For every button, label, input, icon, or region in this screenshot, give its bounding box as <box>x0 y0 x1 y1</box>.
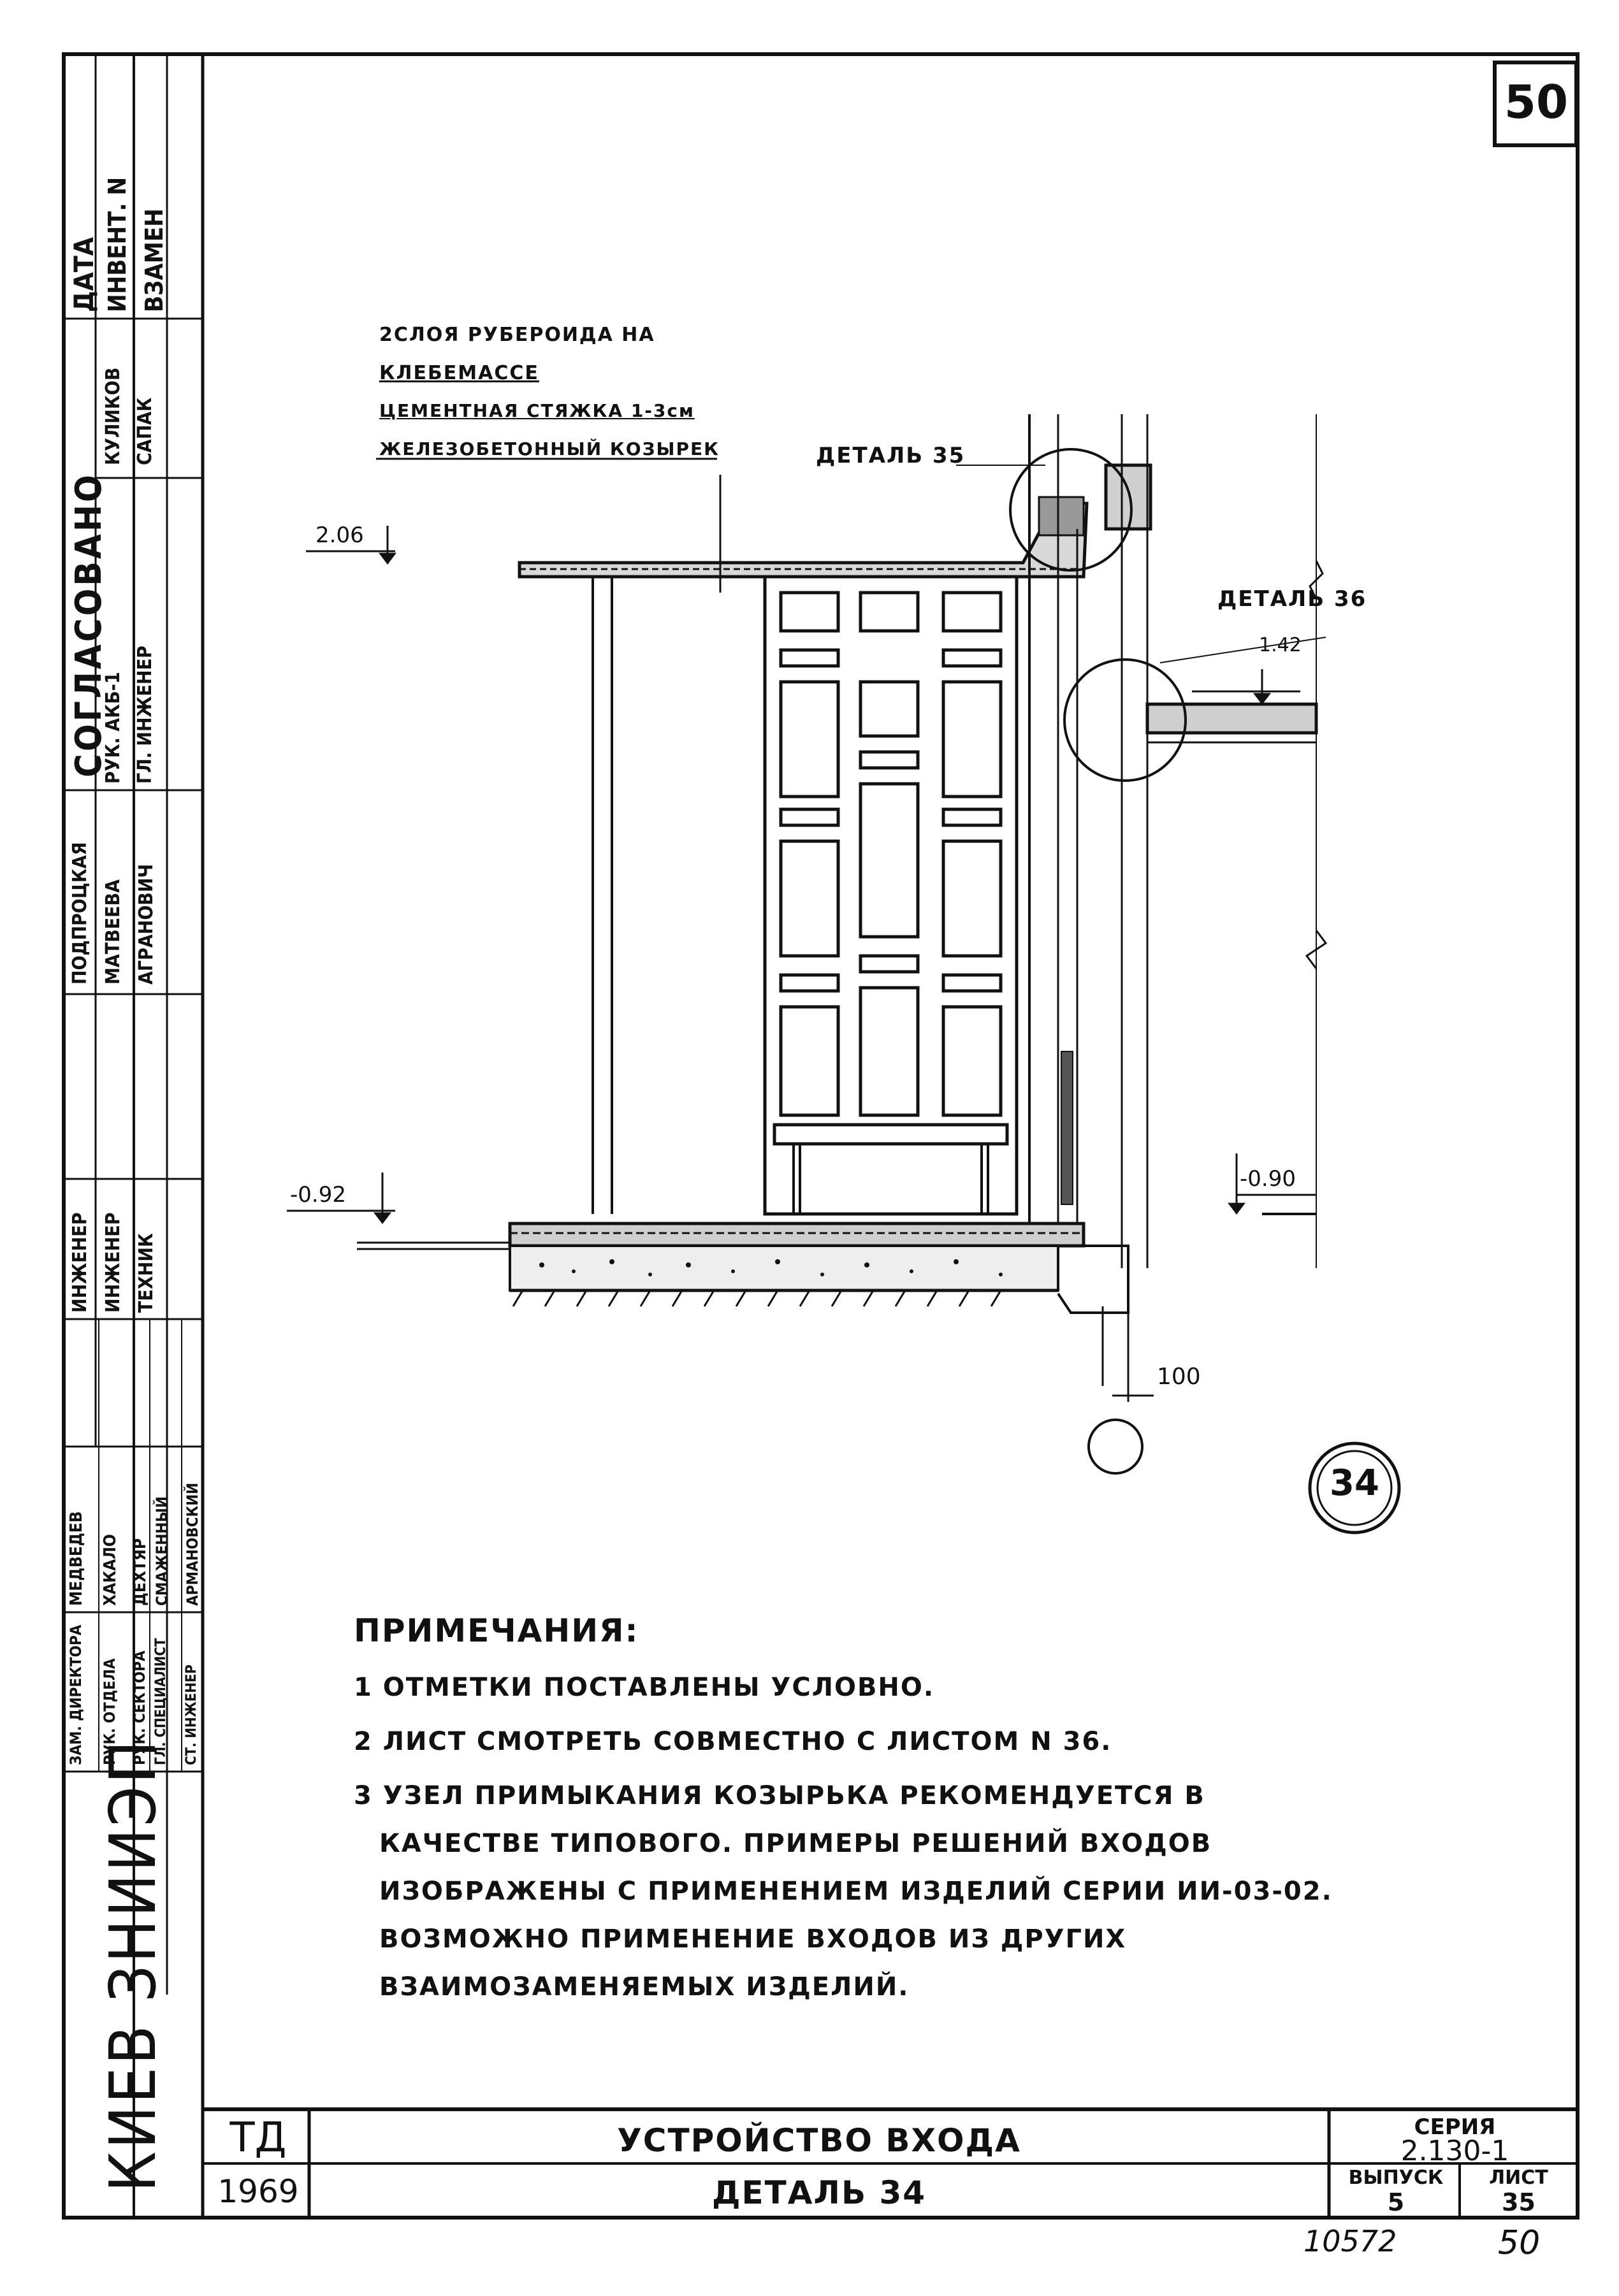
sidebar-header-inventory: ИНВЕНТ. N <box>103 177 131 312</box>
sidebar-agreed-name-1: КУЛИКОВ <box>102 367 124 465</box>
sidebar-agreed-name-2: САПАК <box>134 397 156 465</box>
sidebar-agreed-role-1: РУК. АКБ-1 <box>102 672 124 784</box>
org-logo: КИЕВ ЗНИИЭП <box>96 1738 170 2192</box>
sheet-frame <box>62 52 1579 2220</box>
sidebar-engineer-role-1: ИНЖЕНЕР <box>69 1212 91 1313</box>
layer-label-1: 2СЛОЯ РУБЕРОИДА НА <box>379 324 655 346</box>
notes-title: ПРИМЕЧАНИЯ: <box>354 1612 639 1649</box>
issue-label: ВЫПУСК <box>1348 2167 1444 2189</box>
page-number: 50 <box>1498 2224 1541 2262</box>
layer-label-2: КЛЕБЕМАССЕ <box>379 362 539 384</box>
sidebar-signer-name-1: МЕДВЕДЕВ <box>67 1511 86 1606</box>
sidebar-signer-name-4: СМАЖЕННЫЙ <box>153 1496 171 1606</box>
sheet-number: 50 <box>1504 75 1569 129</box>
detail-35-label: ДЕТАЛЬ 35 <box>816 443 966 468</box>
sheet-value: 35 <box>1502 2188 1536 2216</box>
note-item-2: 2 ЛИСТ СМОТРЕТЬ СОВМЕСТНО С ЛИСТОМ N 36. <box>354 1727 1112 1756</box>
series-label: СЕРИЯ <box>1414 2114 1496 2140</box>
sidebar-signer-name-5: АРМАНОВСКИЙ <box>184 1482 201 1606</box>
year: 1969 <box>217 2173 299 2210</box>
sheet-label: ЛИСТ <box>1489 2167 1548 2189</box>
detail-mark: 34 <box>1330 1462 1379 1504</box>
note-item-3-line-5: ВЗАИМОЗАМЕНЯЕМЫХ ИЗДЕЛИЙ. <box>379 1972 910 2002</box>
layer-label-3: ЦЕМЕНТНАЯ СТЯЖКА 1-3см <box>379 400 695 421</box>
sidebar-engineer-name-2: МАТВЕЕВА <box>102 879 124 985</box>
issue-value: 5 <box>1387 2188 1405 2216</box>
sidebar-engineer-role-2: ИНЖЕНЕР <box>102 1212 124 1313</box>
sidebar-engineer-name-1: ПОДПРОЦКАЯ <box>69 842 91 985</box>
sidebar-header-date: ДАТА <box>68 237 99 312</box>
level-minus-0-92: -0.92 <box>290 1182 346 1208</box>
sheet-number-box <box>1493 61 1578 147</box>
section-drawing <box>287 414 1401 1534</box>
sidebar-signer-role-1: ЗАМ. ДИРЕКТОРА <box>67 1624 85 1765</box>
sidebar-signer-name-3: ДЕХТЯР <box>131 1538 150 1606</box>
sidebar-engineer-name-3: АГРАНОВИЧ <box>135 863 157 985</box>
note-item-1: 1 ОТМЕТКИ ПОСТАВЛЕНЫ УСЛОВНО. <box>354 1673 935 1702</box>
level-minus-0-90: -0.90 <box>1240 1166 1296 1192</box>
sidebar-engineer-role-3: ТЕХНИК <box>135 1233 157 1313</box>
layer-label-4: ЖЕЛЕЗОБЕТОННЫЙ КОЗЫРЕК <box>379 438 720 459</box>
sidebar-header-replaces: ВЗАМЕН <box>140 208 168 312</box>
td-mark: ТД <box>229 2114 287 2162</box>
sidebar-agreed-role-2: ГЛ. ИНЖЕНЕР <box>134 646 156 784</box>
note-item-3-line-3: ИЗОБРАЖЕНЫ С ПРИМЕНЕНИЕМ ИЗДЕЛИЙ СЕРИИ И… <box>379 1877 1333 1906</box>
sidebar-signer-name-2: ХАКАЛО <box>101 1534 120 1606</box>
detail-36-label: ДЕТАЛЬ 36 <box>1217 586 1367 612</box>
note-item-3-line-2: КАЧЕСТВЕ ТИПОВОГО. ПРИМЕРЫ РЕШЕНИЙ ВХОДО… <box>379 1829 1212 1858</box>
series-value: 2.130-1 <box>1400 2135 1509 2167</box>
note-item-3-line-4: ВОЗМОЖНО ПРИМЕНЕНИЕ ВХОДОВ ИЗ ДРУГИХ <box>379 1924 1127 1954</box>
drawing-subtitle: ДЕТАЛЬ 34 <box>711 2174 927 2211</box>
drawing-title: УСТРОЙСТВО ВХОДА <box>617 2122 1021 2159</box>
level-2-06: 2.06 <box>316 523 364 548</box>
sidebar-signer-role-5: СТ. ИНЖЕНЕР <box>184 1664 200 1765</box>
inventory-number: 10572 <box>1303 2224 1397 2258</box>
level-1-42: 1.42 <box>1259 634 1302 656</box>
dimension-100: 100 <box>1157 1364 1201 1390</box>
note-item-3: 3 УЗЕЛ ПРИМЫКАНИЯ КОЗЫРЬКА РЕКОМЕНДУЕТСЯ… <box>354 1781 1205 1810</box>
